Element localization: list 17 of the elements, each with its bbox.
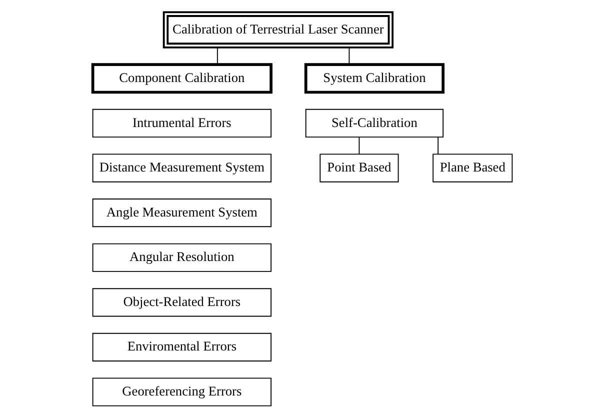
node-box: Enviromental Errors [92,332,272,362]
node-box: Plane Based [432,154,513,182]
node-box: Distance Measurement System [92,154,272,182]
node-box: Object-Related Errors [92,288,272,317]
connector [358,136,360,154]
node-box: Point Based [320,154,399,182]
node-box: Intrumental Errors [92,108,272,138]
node-box: Angle Measurement System [92,198,272,228]
node-box: Component Calibration [91,63,272,94]
node-box: Self-Calibration [305,108,444,138]
node-box: Calibration of Terrestrial Laser Scanner [162,11,394,48]
connector [438,136,439,154]
node-box: Georeferencing Errors [92,378,272,406]
node-box: System Calibration [304,63,445,94]
node-box: Angular Resolution [92,243,272,272]
connector [216,47,218,65]
connector [348,47,350,65]
